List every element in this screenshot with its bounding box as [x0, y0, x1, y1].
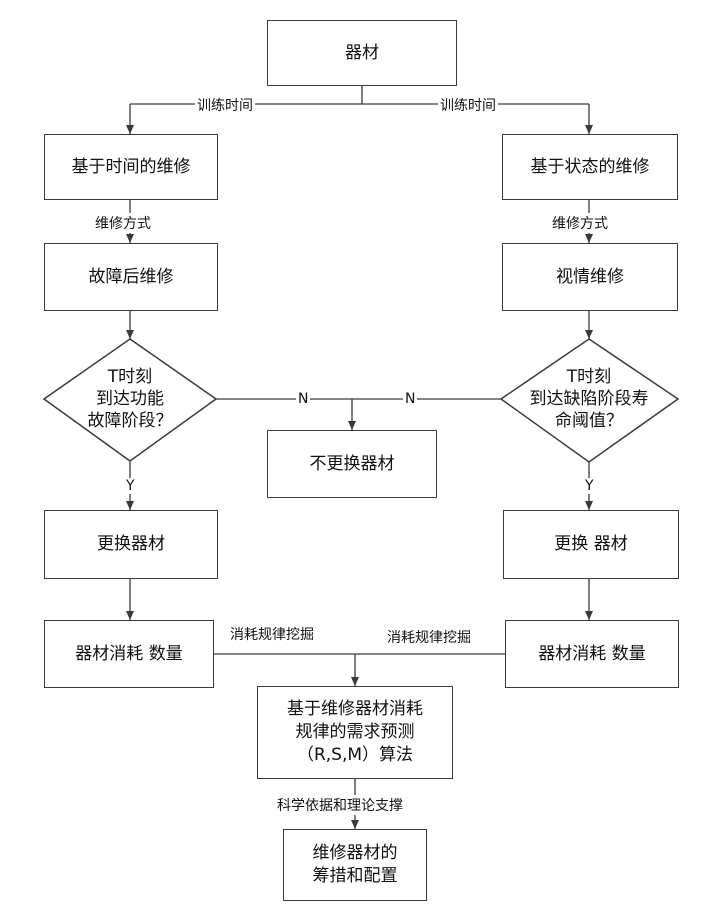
node-algorithm-line-3: （R,S,M）算法 [287, 744, 423, 767]
label-y-right: Y [583, 478, 596, 494]
label-repair-mode-right: 维修方式 [550, 213, 610, 233]
label-n-left: N [296, 391, 310, 407]
node-replace-right: 更换 器材 [503, 510, 679, 579]
node-equipment: 器材 [267, 20, 457, 86]
node-time-based-text: 基于时间的维修 [72, 156, 191, 179]
decision-left-line-2: 到达功能 [54, 388, 206, 410]
decision-right-line-3: 命阈值？ [500, 410, 678, 432]
node-condition-repair-text: 视情维修 [556, 266, 624, 289]
label-mining-left: 消耗规律挖掘 [228, 624, 316, 644]
node-post-fault: 故障后维修 [44, 243, 218, 311]
node-replace-left-text: 更换器材 [97, 533, 165, 556]
node-replace-right-text: 更换 器材 [554, 533, 627, 556]
decision-right-line-1: T时刻 [500, 366, 678, 388]
label-mining-right: 消耗规律挖掘 [385, 627, 473, 647]
node-consumption-right-text: 器材消耗 数量 [538, 643, 645, 666]
label-repair-mode-left: 维修方式 [93, 213, 153, 233]
node-no-replace: 不更换器材 [267, 430, 437, 498]
node-no-replace-text: 不更换器材 [310, 453, 395, 476]
node-final-line-1: 维修器材的 [313, 842, 398, 865]
node-final: 维修器材的 筹措和配置 [283, 829, 427, 901]
label-support: 科学依据和理论支撑 [275, 795, 405, 815]
node-replace-left: 更换器材 [44, 510, 218, 579]
node-algorithm: 基于维修器材消耗 规律的需求预测 （R,S,M）算法 [257, 686, 453, 779]
decision-left-text: T时刻 到达功能 故障阶段？ [54, 366, 206, 432]
label-training-time-left: 训练时间 [195, 95, 255, 115]
node-consumption-right: 器材消耗 数量 [505, 620, 679, 688]
node-consumption-left: 器材消耗 数量 [44, 620, 214, 688]
node-final-line-2: 筹措和配置 [313, 865, 398, 888]
node-algorithm-line-2: 规律的需求预测 [287, 721, 423, 744]
decision-left-line-3: 故障阶段？ [54, 410, 206, 432]
label-n-right: N [403, 391, 417, 407]
node-condition-repair: 视情维修 [502, 243, 678, 311]
node-consumption-left-text: 器材消耗 数量 [75, 643, 182, 666]
node-condition-based: 基于状态的维修 [502, 134, 678, 200]
node-condition-based-text: 基于状态的维修 [531, 156, 650, 179]
node-post-fault-text: 故障后维修 [89, 266, 174, 289]
decision-left-line-1: T时刻 [54, 366, 206, 388]
node-equipment-text: 器材 [345, 42, 379, 65]
label-training-time-right: 训练时间 [438, 95, 498, 115]
decision-right-text: T时刻 到达缺陷阶段寿 命阈值？ [500, 366, 678, 432]
decision-right-line-2: 到达缺陷阶段寿 [500, 388, 678, 410]
node-time-based: 基于时间的维修 [44, 134, 218, 200]
label-y-left: Y [124, 478, 137, 494]
node-algorithm-line-1: 基于维修器材消耗 [287, 698, 423, 721]
